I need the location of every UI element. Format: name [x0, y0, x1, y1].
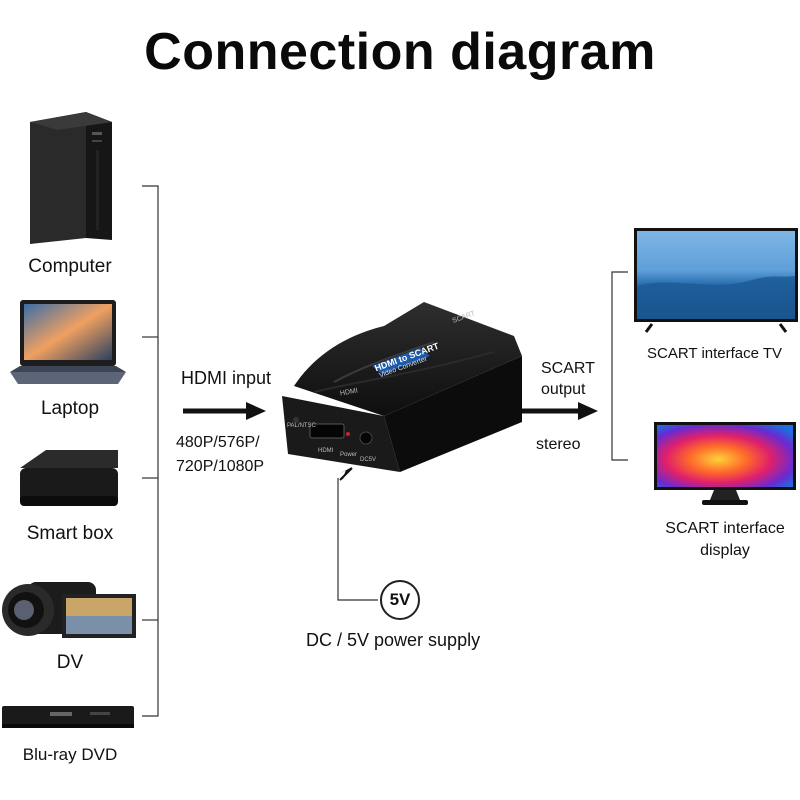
stereo-label: stereo — [536, 436, 581, 453]
scart-output-label-2: output — [541, 381, 586, 398]
port-pal-label: PAL/NTSC — [287, 423, 316, 429]
monitor-icon — [654, 422, 796, 505]
smart-box-icon — [20, 450, 118, 506]
hdmi-input-label: HDMI input — [181, 368, 272, 388]
resolution-line-2: 720P/1080P — [176, 458, 265, 475]
power-supply-label: DC / 5V power supply — [306, 630, 481, 650]
port-power-label: Power — [340, 452, 358, 458]
source-label-computer: Computer — [28, 256, 112, 277]
source-label-laptop: Laptop — [40, 398, 100, 419]
power-5v-text: 5V — [389, 590, 411, 609]
bluray-player-icon — [2, 706, 134, 728]
source-label-smart-box: Smart box — [26, 523, 114, 544]
tv-icon — [634, 228, 798, 333]
dest-label-tv: SCART interface TV — [647, 345, 783, 362]
camcorder-icon — [2, 582, 136, 638]
source-label-dv: DV — [56, 652, 84, 673]
port-dc-label: DC5V — [360, 457, 377, 463]
computer-tower-icon — [30, 112, 112, 244]
laptop-icon — [10, 300, 126, 384]
resolution-line-1: 480P/576P/ — [176, 434, 260, 451]
dest-label-monitor-2: display — [700, 542, 750, 559]
page-title: Connection diagram — [144, 23, 656, 81]
port-hdmi-label: HDMI — [318, 448, 334, 454]
converter-device — [282, 302, 522, 472]
scart-output-label-1: SCART — [541, 360, 595, 377]
source-label-bluray: Blu-ray DVD — [22, 745, 118, 764]
power-5v-badge: 5V — [380, 580, 420, 620]
dest-label-monitor-1: SCART interface — [665, 520, 785, 537]
